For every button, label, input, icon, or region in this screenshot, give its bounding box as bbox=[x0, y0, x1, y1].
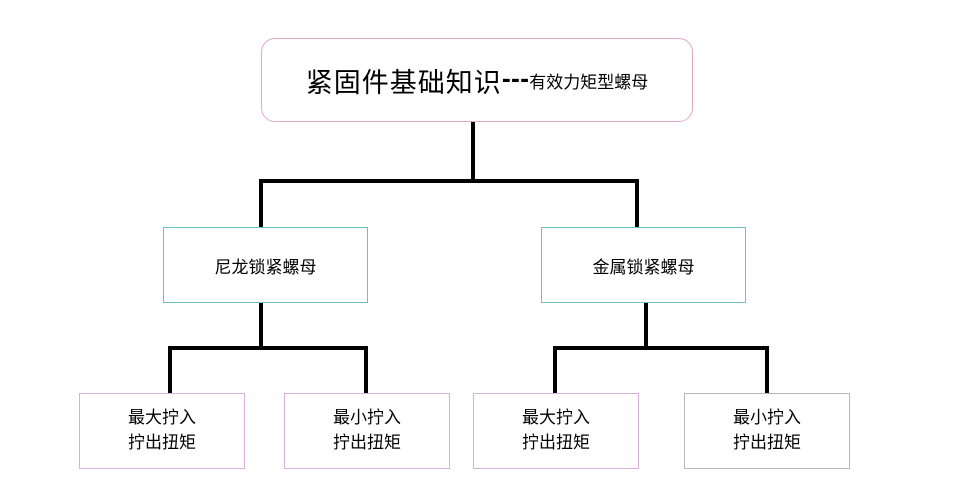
leaf-line-1: 最小拧入 bbox=[733, 408, 801, 428]
leaf-line-1: 最小拧入 bbox=[333, 408, 401, 428]
root-node: 紧固件基础知识 --- 有效力矩型螺母 bbox=[261, 38, 693, 122]
branch-node-metal: 金属锁紧螺母 bbox=[541, 227, 746, 303]
leaf-node-nylon-max: 最大拧入 拧出扭矩 bbox=[79, 393, 245, 469]
leaf-node-metal-min: 最小拧入 拧出扭矩 bbox=[684, 393, 850, 469]
leaf-line-2: 拧出扭矩 bbox=[333, 433, 401, 453]
root-separator: --- bbox=[501, 67, 530, 93]
leaf-line-1: 最大拧入 bbox=[522, 408, 590, 428]
root-subtitle: 有效力矩型螺母 bbox=[529, 72, 649, 93]
branch-node-nylon: 尼龙锁紧螺母 bbox=[163, 227, 368, 303]
leaf-node-metal-max: 最大拧入 拧出扭矩 bbox=[473, 393, 639, 469]
leaf-line-2: 拧出扭矩 bbox=[733, 433, 801, 453]
branch-label: 金属锁紧螺母 bbox=[592, 257, 695, 278]
leaf-line-2: 拧出扭矩 bbox=[522, 433, 590, 453]
leaf-line-2: 拧出扭矩 bbox=[128, 433, 196, 453]
root-title: 紧固件基础知识 bbox=[305, 67, 502, 99]
branch-label: 尼龙锁紧螺母 bbox=[214, 257, 317, 278]
leaf-node-nylon-min: 最小拧入 拧出扭矩 bbox=[284, 393, 450, 469]
leaf-line-1: 最大拧入 bbox=[128, 408, 196, 428]
